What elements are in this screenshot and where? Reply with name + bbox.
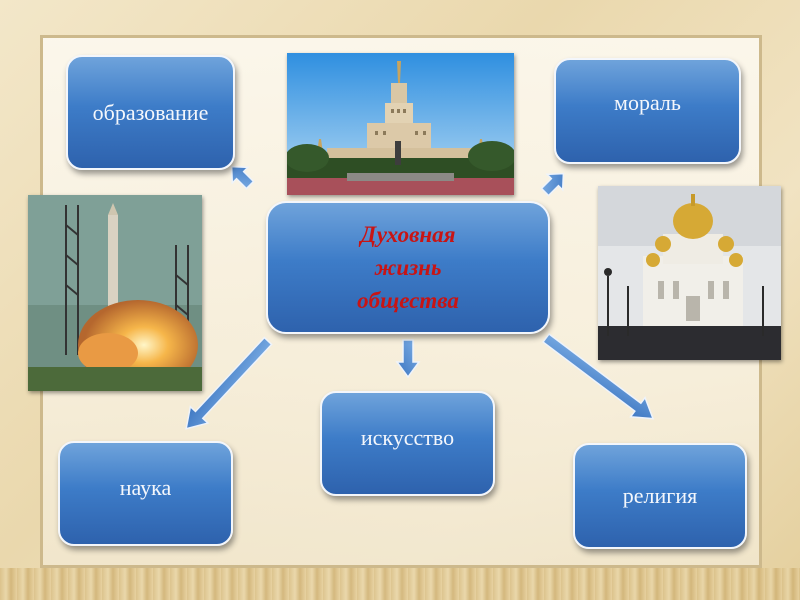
node-center: Духовная жизнь общества <box>266 201 550 334</box>
center-title: Духовная жизнь общества <box>357 222 459 313</box>
university-photo <box>287 53 514 195</box>
arrow-to-education <box>230 165 255 190</box>
arrow-to-art <box>395 339 421 379</box>
node-science-label: наука <box>119 474 172 500</box>
node-religion-label: религия <box>622 483 698 508</box>
node-art-label: искусство <box>360 424 455 450</box>
rocket-photo <box>28 195 202 391</box>
node-morality: мораль <box>554 58 741 164</box>
arrow-to-science <box>185 336 273 430</box>
node-education: образование <box>66 55 235 170</box>
arrow-to-religion <box>541 332 655 420</box>
node-morality-label: мораль <box>614 90 681 115</box>
node-science: наука <box>58 441 233 546</box>
cathedral-photo <box>598 186 781 360</box>
bottom-decor-stripe <box>0 568 800 600</box>
node-education-label: образование <box>92 99 209 125</box>
arrow-to-morality <box>540 172 565 197</box>
node-art: искусство <box>320 391 495 496</box>
node-religion: религия <box>573 443 747 549</box>
